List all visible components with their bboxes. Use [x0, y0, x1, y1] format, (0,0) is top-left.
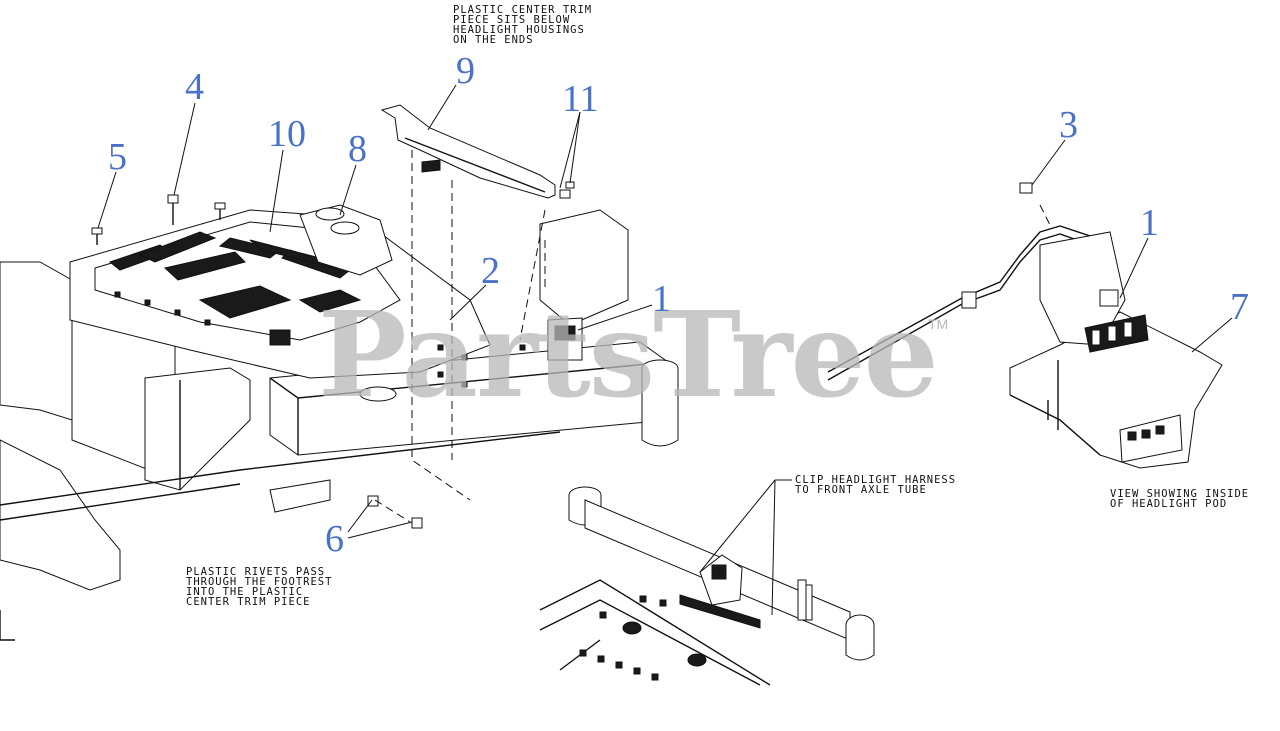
note-clip-harness: CLIP HEADLIGHT HARNESS TO FRONT AXLE TUB…: [795, 474, 957, 496]
callout-10: 10: [268, 113, 306, 155]
center-trim-piece: [380, 104, 556, 199]
callout-9: 9: [456, 50, 475, 92]
callout-5: 5: [108, 136, 127, 178]
inset-axle-view: [539, 486, 875, 686]
note-plastic-rivets: PLASTIC RIVETS PASS THROUGH THE FOOTREST…: [186, 566, 333, 608]
callout-7: 7: [1230, 286, 1249, 328]
trademark-symbol: TM: [928, 316, 949, 332]
inset-holes: [579, 595, 707, 681]
leader-lines: [97, 84, 1233, 616]
headlight-pod-assembly: [827, 182, 1223, 469]
callout-8: 8: [348, 128, 367, 170]
callout-6: 6: [325, 518, 344, 560]
deck-holes: [114, 291, 526, 388]
note-trim-piece: PLASTIC CENTER TRIM PIECE SITS BELOW HEA…: [453, 4, 593, 46]
frame-assembly: [0, 181, 679, 641]
footrest-treads: [108, 231, 362, 346]
callout-3: 3: [1059, 104, 1078, 146]
fasteners: [91, 181, 575, 529]
note-headlight-pod: VIEW SHOWING INSIDE OF HEADLIGHT POD: [1110, 488, 1250, 510]
callout-2: 2: [481, 250, 500, 292]
callout-4: 4: [185, 66, 204, 108]
callout-11: 11: [562, 78, 599, 120]
callout-1-pod: 1: [1140, 202, 1159, 244]
parts-tree-watermark: PartsTree: [318, 285, 939, 424]
callout-1-harness: 1: [652, 278, 671, 320]
